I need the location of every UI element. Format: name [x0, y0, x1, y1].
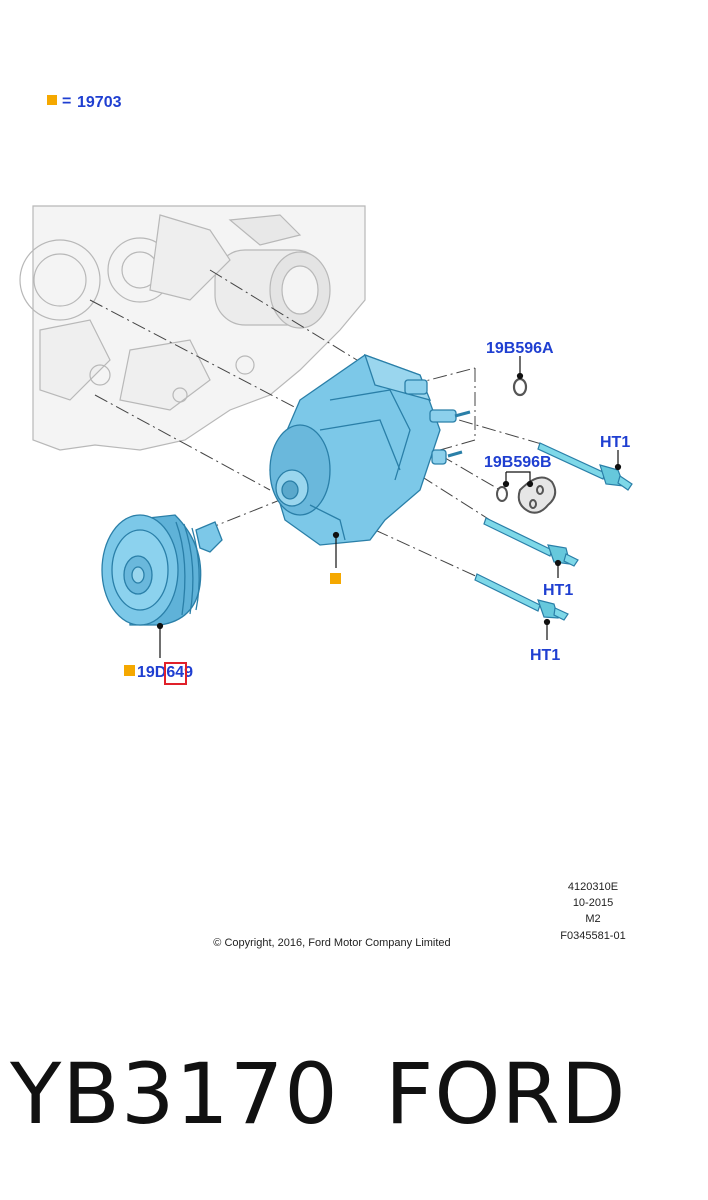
bolt-bottom[interactable] [474, 573, 569, 621]
gasket-set[interactable] [496, 476, 557, 514]
leader-lines [156, 356, 622, 658]
copyright: © Copyright, 2016, Ford Motor Company Li… [213, 937, 450, 949]
callout-bolt-bottom[interactable]: HT1 [530, 647, 560, 664]
callout-pulley-suffix: 649 [166, 664, 193, 681]
bolt-middle[interactable] [483, 517, 579, 567]
clutch-pulley[interactable] [101, 514, 223, 626]
compressor-marker [330, 573, 341, 584]
diagram-id-line-4: F0345581-01 [560, 930, 625, 942]
footer-model-number: YB3170 [10, 1045, 339, 1143]
callout-bolt-top[interactable]: HT1 [600, 434, 630, 451]
footer-brand: FORD [385, 1045, 627, 1143]
legend-marker [47, 95, 57, 105]
bolt-top[interactable] [537, 442, 633, 491]
callout-bolt-middle[interactable]: HT1 [543, 582, 573, 599]
callout-pulley-prefix: 19D [137, 664, 166, 681]
engine-block-sketch [19, 205, 366, 451]
diagram-id-line-2: 10-2015 [573, 897, 613, 909]
seal-ring[interactable] [512, 377, 528, 397]
ac-compressor[interactable] [269, 353, 471, 546]
callout-seal-top[interactable]: 19B596A [486, 340, 554, 357]
exploded-parts-diagram: = 19703 [19, 93, 633, 949]
pulley-marker [124, 665, 135, 676]
highlight-box [164, 662, 187, 685]
legend-part-number[interactable]: 19703 [77, 94, 122, 111]
legend-eq: = [62, 93, 71, 110]
diagram-id-line-1: 4120310E [568, 881, 618, 893]
callout-seal-gasket[interactable]: 19B596B [484, 454, 552, 471]
diagram-id-line-3: M2 [585, 913, 600, 925]
